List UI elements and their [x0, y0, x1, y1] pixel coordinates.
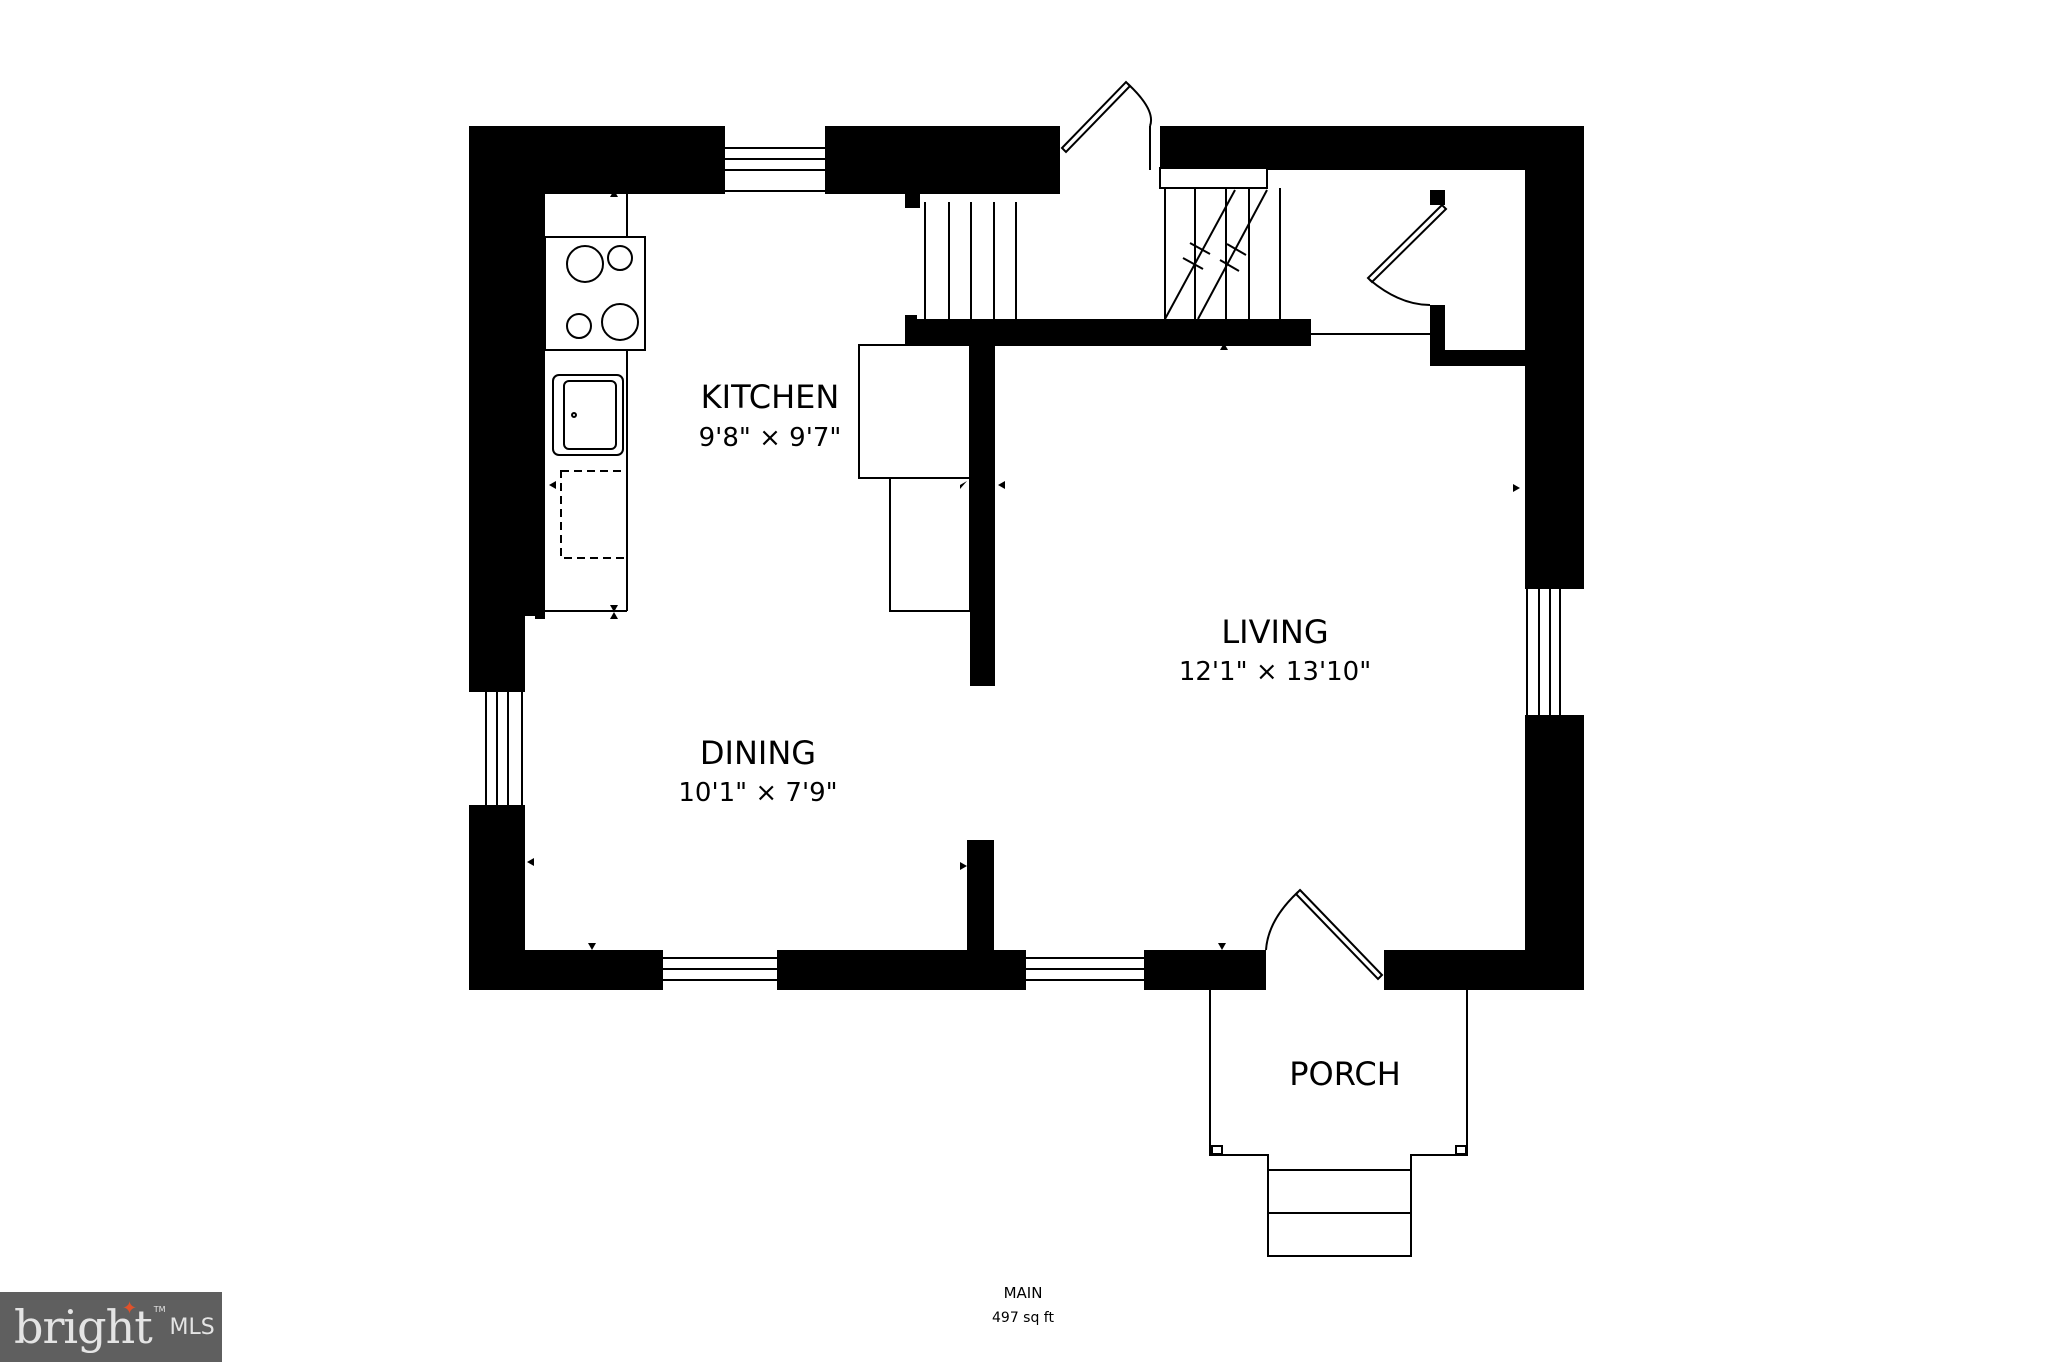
kitchen-dimensions: 9'8" × 9'7" — [699, 423, 842, 453]
sink-icon — [552, 374, 624, 456]
stove-icon — [544, 236, 646, 351]
exterior-walls — [469, 126, 1584, 990]
dimension-markers — [527, 190, 1520, 950]
kitchen-label: KITCHEN — [701, 378, 840, 416]
dishwasher-icon — [560, 470, 628, 559]
dining-dimensions: 10'1" × 7'9" — [678, 778, 837, 808]
bright-mls-logo: bright ✦ TM MLS — [0, 1292, 222, 1362]
logo-mls: MLS — [169, 1314, 215, 1340]
living-label: LIVING — [1221, 613, 1328, 651]
stairs — [924, 167, 1430, 335]
floor-area: 497 sq ft — [992, 1310, 1054, 1326]
kitchen-fixtures — [544, 194, 971, 612]
logo-word: bright ✦ — [14, 1300, 153, 1351]
porch-label: PORCH — [1289, 1055, 1401, 1093]
dining-label: DINING — [700, 734, 816, 772]
room-labels: KITCHEN 9'8" × 9'7" DINING 10'1" × 7'9" … — [678, 378, 1400, 1093]
porch-outline — [1209, 990, 1468, 1257]
logo-word-text: bright — [14, 1300, 153, 1354]
doors — [1060, 80, 1448, 981]
windows — [485, 147, 1561, 981]
floor-summary: MAIN 497 sq ft — [992, 1284, 1054, 1326]
living-dimensions: 12'1" × 13'10" — [1179, 657, 1371, 687]
trademark-mark: TM — [153, 1304, 166, 1314]
floor-name: MAIN — [1004, 1284, 1043, 1302]
spark-icon: ✦ — [122, 1298, 137, 1319]
